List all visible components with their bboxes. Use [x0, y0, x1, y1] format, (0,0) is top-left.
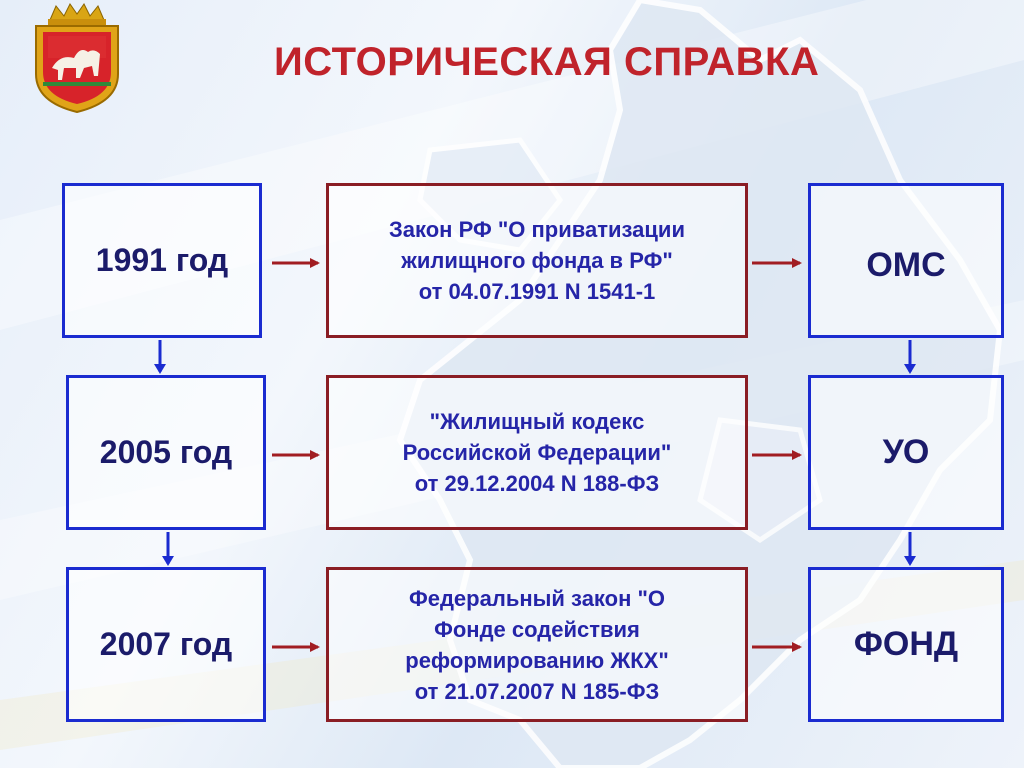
law-box-2005: "Жилищный кодекс Российской Федерации" о… [326, 375, 748, 530]
law-box-1991: Закон РФ "О приватизации жилищного фонда… [326, 183, 748, 338]
result-box-fond: ФОНД [808, 567, 1004, 722]
result-box-oms: ОМС [808, 183, 1004, 338]
page-title: ИСТОРИЧЕСКАЯ СПРАВКА [274, 40, 820, 84]
law-line: Федеральный закон "О [408, 585, 666, 611]
year-label: 2005 год [99, 434, 233, 470]
law-line: от 29.12.2004 N 188-ФЗ [414, 471, 660, 496]
result-box-uo: УО [808, 375, 1004, 530]
year-box-2007: 2007 год [66, 567, 266, 722]
result-label: ФОНД [853, 625, 959, 663]
result-label: УО [882, 433, 930, 471]
year-box-2005: 2005 год [66, 375, 266, 530]
law-box-2007: Федеральный закон "О Фонде содействия ре… [326, 567, 748, 722]
law-line: Российской Федерации" [402, 440, 672, 465]
year-box-1991: 1991 год [62, 183, 262, 338]
law-line: от 21.07.2007 N 185-ФЗ [414, 678, 660, 704]
law-line: реформированию ЖКХ" [405, 647, 669, 673]
year-label: 1991 год [95, 242, 229, 278]
year-label: 2007 год [99, 626, 233, 662]
law-line: жилищного фонда в РФ" [401, 248, 673, 273]
law-line: "Жилищный кодекс [429, 409, 645, 434]
result-label: ОМС [866, 246, 946, 284]
law-line: от 04.07.1991 N 1541-1 [418, 279, 656, 304]
chelyabinsk-coat-of-arms-icon [35, 3, 119, 114]
law-line: Фонде содействия [434, 616, 640, 642]
law-line: Закон РФ "О приватизации [389, 217, 685, 242]
